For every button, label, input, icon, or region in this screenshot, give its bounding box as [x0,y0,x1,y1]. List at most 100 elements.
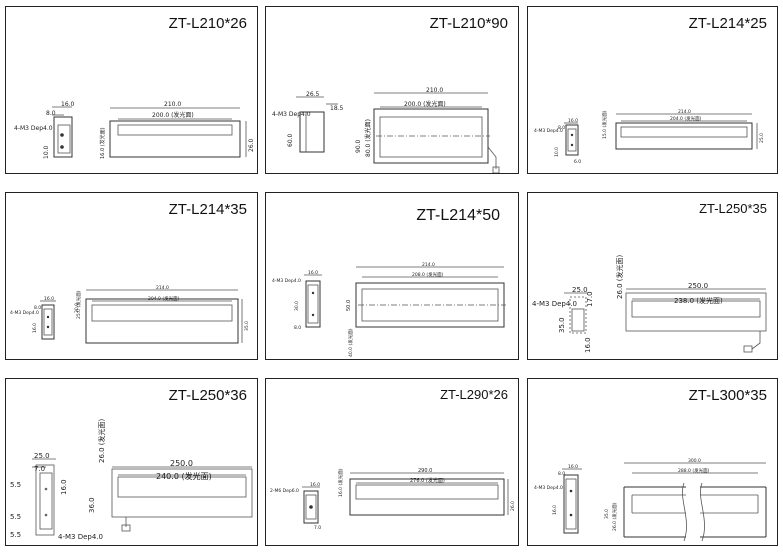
dim-label: 30.0 [294,301,300,311]
dim-label: 7.0 [34,465,45,473]
dim-label: 25.0 [572,286,588,294]
dim-label: 4-M3 Dep4.0 [534,128,563,134]
dim-label: 26.0 (发光面) [97,418,106,463]
dim-label: 8.0 [558,125,565,131]
dim-label: 210.0 [426,87,443,94]
side-view [564,292,588,334]
diagram-panel-3: ZT-L214*25 4-M3 Dep4.0 16.0 8.0 10.0 6.0… [527,6,778,174]
panel-title: ZT-L210*26 [168,15,247,32]
technical-drawing: 26.5 4-M3 Dep4.0 18.5 60.0 210.0 200.0 (… [272,87,500,173]
dim-label: 200.0 (发光面) [152,111,194,119]
technical-drawing: 16.0 8.0 4-M3 Dep4.0 16.0 300.0 288.0 (发… [534,458,767,542]
dim-label: 208.0 (发光面) [412,271,444,278]
front-view [111,466,253,532]
dim-label: 7.0 [314,525,321,531]
side-view [564,122,579,156]
diagram-panel-8: ZT-L290*26 2-M6 Dep6.0 16.0 7.0 290.0 27… [265,378,519,546]
dim-label: 16.0 [32,323,38,333]
dim-label: 276.0 (发光面) [410,477,445,484]
dim-label: 250.0 [170,459,193,468]
side-view [52,106,73,158]
diagram-panel-5: ZT-L214*50 4-M3 Dep4.0 16.0 30.0 8.0 214… [265,192,519,360]
diagram-panel-4: ZT-L214*35 16.0 8.0 4-M3 Dep4.0 16.0 20.… [5,192,258,360]
dim-label: 16.0 [568,464,578,470]
technical-drawing: 16.0 8.0 4-M3 Dep4.0 16.0 20.0 214.0 25.… [10,285,250,344]
dim-label: 290.0 [418,468,432,474]
front-view [109,107,247,158]
dim-label: 4-M3 Dep4.0 [534,485,563,491]
front-view [355,266,506,328]
dim-label: 214.0 [422,262,435,268]
dim-label: 5.5 [10,513,21,521]
dim-label: 8.0 [294,325,301,331]
diagram-panel-9: ZT-L300*35 16.0 8.0 4-M3 Dep4.0 16.0 300… [527,378,778,546]
dim-label: 10.0 [554,147,560,157]
dim-label: 10.0 [43,145,50,159]
panel-title: ZT-L214*25 [688,15,767,32]
panel-title: ZT-L250*35 [699,201,767,216]
dim-label: 16.0 [310,482,320,488]
dim-label: 26.0 (发光面) [615,254,624,299]
dim-label: 214.0 [678,109,691,115]
dim-label: 18.5 [330,105,344,112]
dim-label: 60.0 [287,133,294,147]
dim-label: 40.0 (发光面) [347,328,354,357]
front-view [349,472,509,516]
technical-drawing: 16.0 8.0 4-M3 Dep4.0 10.0 210.0 200.0 (发… [14,101,255,159]
panel-title: ZT-L214*35 [168,201,247,218]
side-view [40,300,56,340]
dim-label: 25.0 [759,133,765,143]
dim-label: 2-M6 Dep6.0 [270,488,299,494]
dim-label: 16.0 [308,270,318,276]
dim-label: 17.0 [586,291,594,307]
panel-title: ZT-L300*35 [688,387,767,404]
technical-drawing: 25.0 4-M3 Dep4.0 17.0 35.0 16.0 250.0 23… [532,254,767,353]
dim-label: 250.0 [688,282,708,290]
dim-label: 16.0 [61,101,75,108]
dim-label: 20.0 [74,303,80,313]
dim-label: 80.0 (发光面) [364,119,372,157]
dim-label: 4-M3 Dep4.0 [58,533,103,541]
diagram-panel-7: ZT-L250*36 25.0 7.0 5.5 16.0 5.5 5.5 4-M… [5,378,258,546]
dim-label: 240.0 (发光面) [156,471,212,481]
dim-label: 16.0 [552,505,558,515]
dim-label: 16.0 [568,118,578,124]
front-view [85,289,243,344]
dim-label: 25.0 (发光面) [75,290,82,319]
dim-label: 4-M3 Dep4.0 [272,111,311,118]
side-view [562,468,582,534]
dim-label: 204.0 (发光面) [148,295,180,302]
dim-label: 200.0 (发光面) [404,100,446,108]
dim-label: 35.0 [244,321,250,331]
dim-label: 300.0 [688,458,701,464]
diagram-panel-2: ZT-L210*90 26.5 4-M3 Dep4.0 18.5 60.0 21… [265,6,519,174]
dim-label: 5.5 [10,531,21,539]
dim-label: 4-M3 Dep4.0 [14,125,53,132]
dim-label: 238.0 (发光面) [674,296,723,305]
side-view [32,458,56,536]
panel-title: ZT-L250*36 [168,387,247,404]
dim-label: 8.0 [558,471,565,477]
dim-label: 90.0 [355,139,362,153]
dim-label: 4-M3 Dep4.0 [10,310,39,316]
dim-label: 8.0 [46,110,56,117]
dim-label: 25.0 [34,452,50,460]
dim-label: 8.0 [34,305,41,311]
dim-label: 26.0 [248,138,255,152]
dim-label: 35.0 [558,317,566,333]
dim-label: 15.0 (发光面) [601,110,608,139]
dim-label: 35.0 [604,509,610,519]
dim-label: 16.0 (发光面) [337,468,344,497]
diagram-panel-1: ZT-L210*26 16.0 8.0 4-M3 Dep4.0 10.0 210… [5,6,258,174]
panel-title: ZT-L210*90 [429,15,508,32]
dim-label: 210.0 [164,101,181,108]
technical-drawing: 4-M3 Dep4.0 16.0 8.0 10.0 6.0 214.0 204.… [534,109,765,165]
front-view [615,113,758,150]
front-view [625,288,767,353]
technical-drawing: 2-M6 Dep6.0 16.0 7.0 290.0 276.0 (发光面) 1… [270,468,516,531]
dim-label: 16.0 [584,337,592,353]
dim-label: 26.5 [306,91,320,98]
dim-label: 26.0 [510,501,516,511]
technical-drawing: 4-M3 Dep4.0 16.0 30.0 8.0 214.0 208.0 (发… [272,262,506,357]
side-view [296,96,338,153]
